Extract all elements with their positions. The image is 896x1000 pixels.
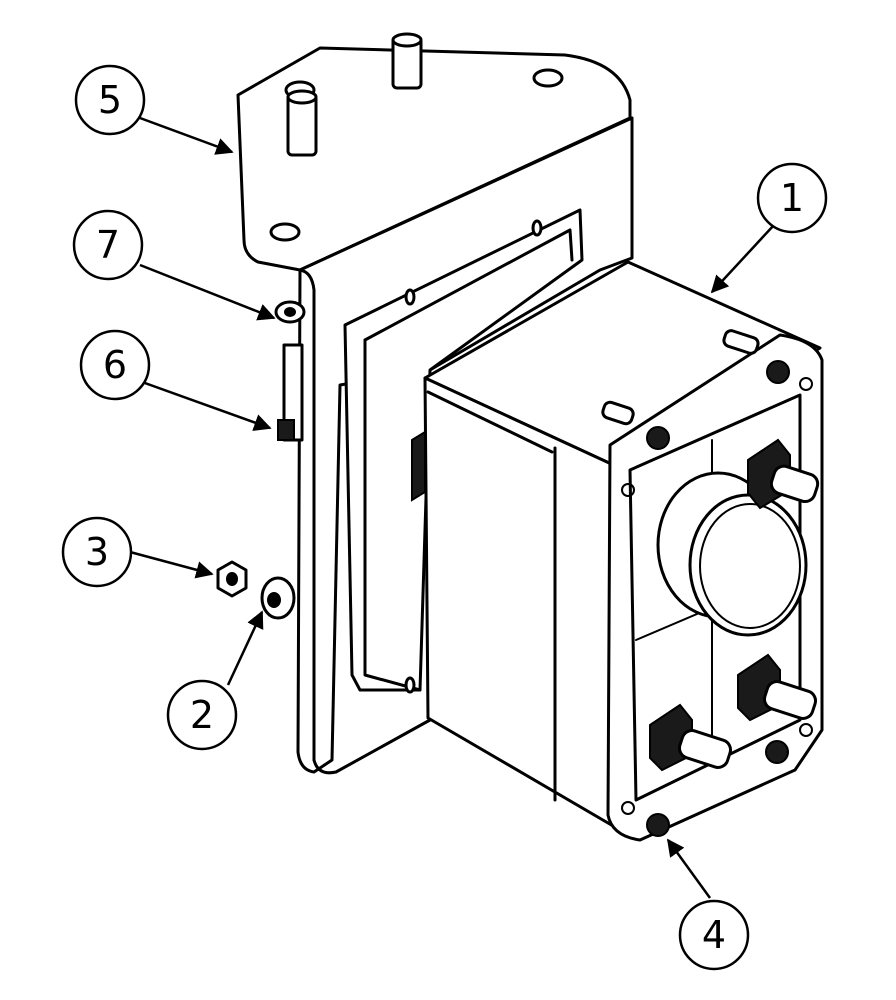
leader-4 bbox=[666, 838, 712, 899]
main-unit bbox=[411, 260, 824, 842]
leader-1 bbox=[710, 224, 775, 294]
leader-3 bbox=[129, 550, 214, 579]
stud-part-6 bbox=[277, 343, 304, 442]
balloon-7-label: 7 bbox=[96, 223, 120, 267]
leader-7 bbox=[139, 263, 276, 321]
balloon-4: 4 bbox=[678, 899, 750, 971]
balloon-5: 5 bbox=[74, 64, 146, 136]
leader-6 bbox=[141, 380, 272, 431]
mounting-bracket bbox=[236, 32, 634, 775]
nut-part-3 bbox=[216, 560, 248, 598]
balloon-1: 1 bbox=[756, 162, 828, 234]
balloon-1-label: 1 bbox=[780, 176, 804, 220]
leader-lines bbox=[129, 116, 775, 899]
leader-2 bbox=[226, 610, 264, 686]
spacer-part-7 bbox=[274, 300, 306, 324]
balloon-3: 3 bbox=[61, 516, 133, 588]
balloon-6: 6 bbox=[79, 329, 151, 401]
balloon-7: 7 bbox=[72, 209, 144, 281]
washer-part-2 bbox=[260, 576, 296, 620]
balloon-2: 2 bbox=[166, 679, 238, 751]
balloon-6-label: 6 bbox=[103, 343, 127, 387]
leader-5 bbox=[139, 116, 234, 155]
balloon-3-label: 3 bbox=[85, 530, 109, 574]
balloon-5-label: 5 bbox=[98, 78, 122, 122]
balloon-2-label: 2 bbox=[190, 693, 214, 737]
balloon-4-label: 4 bbox=[702, 913, 726, 957]
